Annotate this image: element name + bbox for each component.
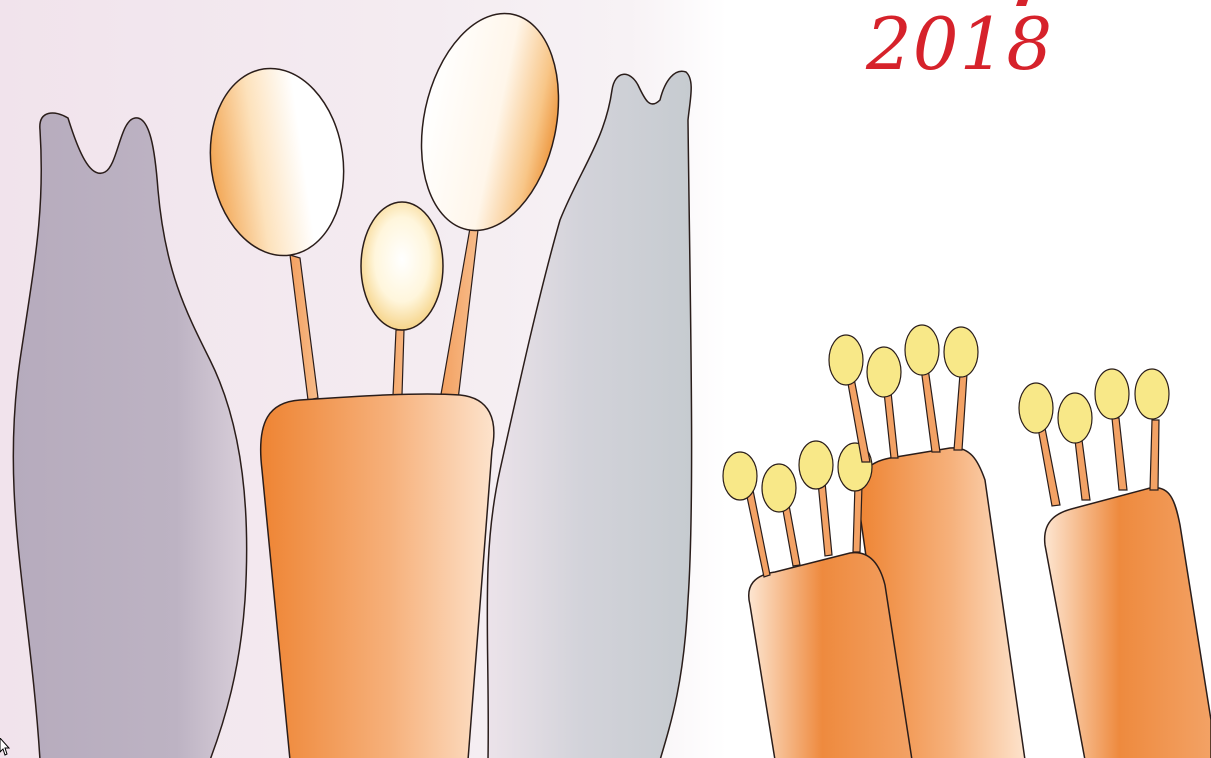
right-far-cilia <box>1019 369 1169 506</box>
left-large-head <box>199 60 356 265</box>
mouse-pointer-icon <box>0 738 10 756</box>
stalk-right <box>440 228 478 400</box>
right-large-head <box>403 1 578 244</box>
year-label: 2018 <box>866 8 1053 80</box>
small-center-head <box>361 202 443 330</box>
right-far-orange-cell <box>1045 488 1211 758</box>
left-gray-cell <box>13 113 246 758</box>
stalk-left <box>290 255 318 400</box>
large-orange-cell <box>261 394 494 758</box>
right-middle-cilia <box>829 325 978 462</box>
